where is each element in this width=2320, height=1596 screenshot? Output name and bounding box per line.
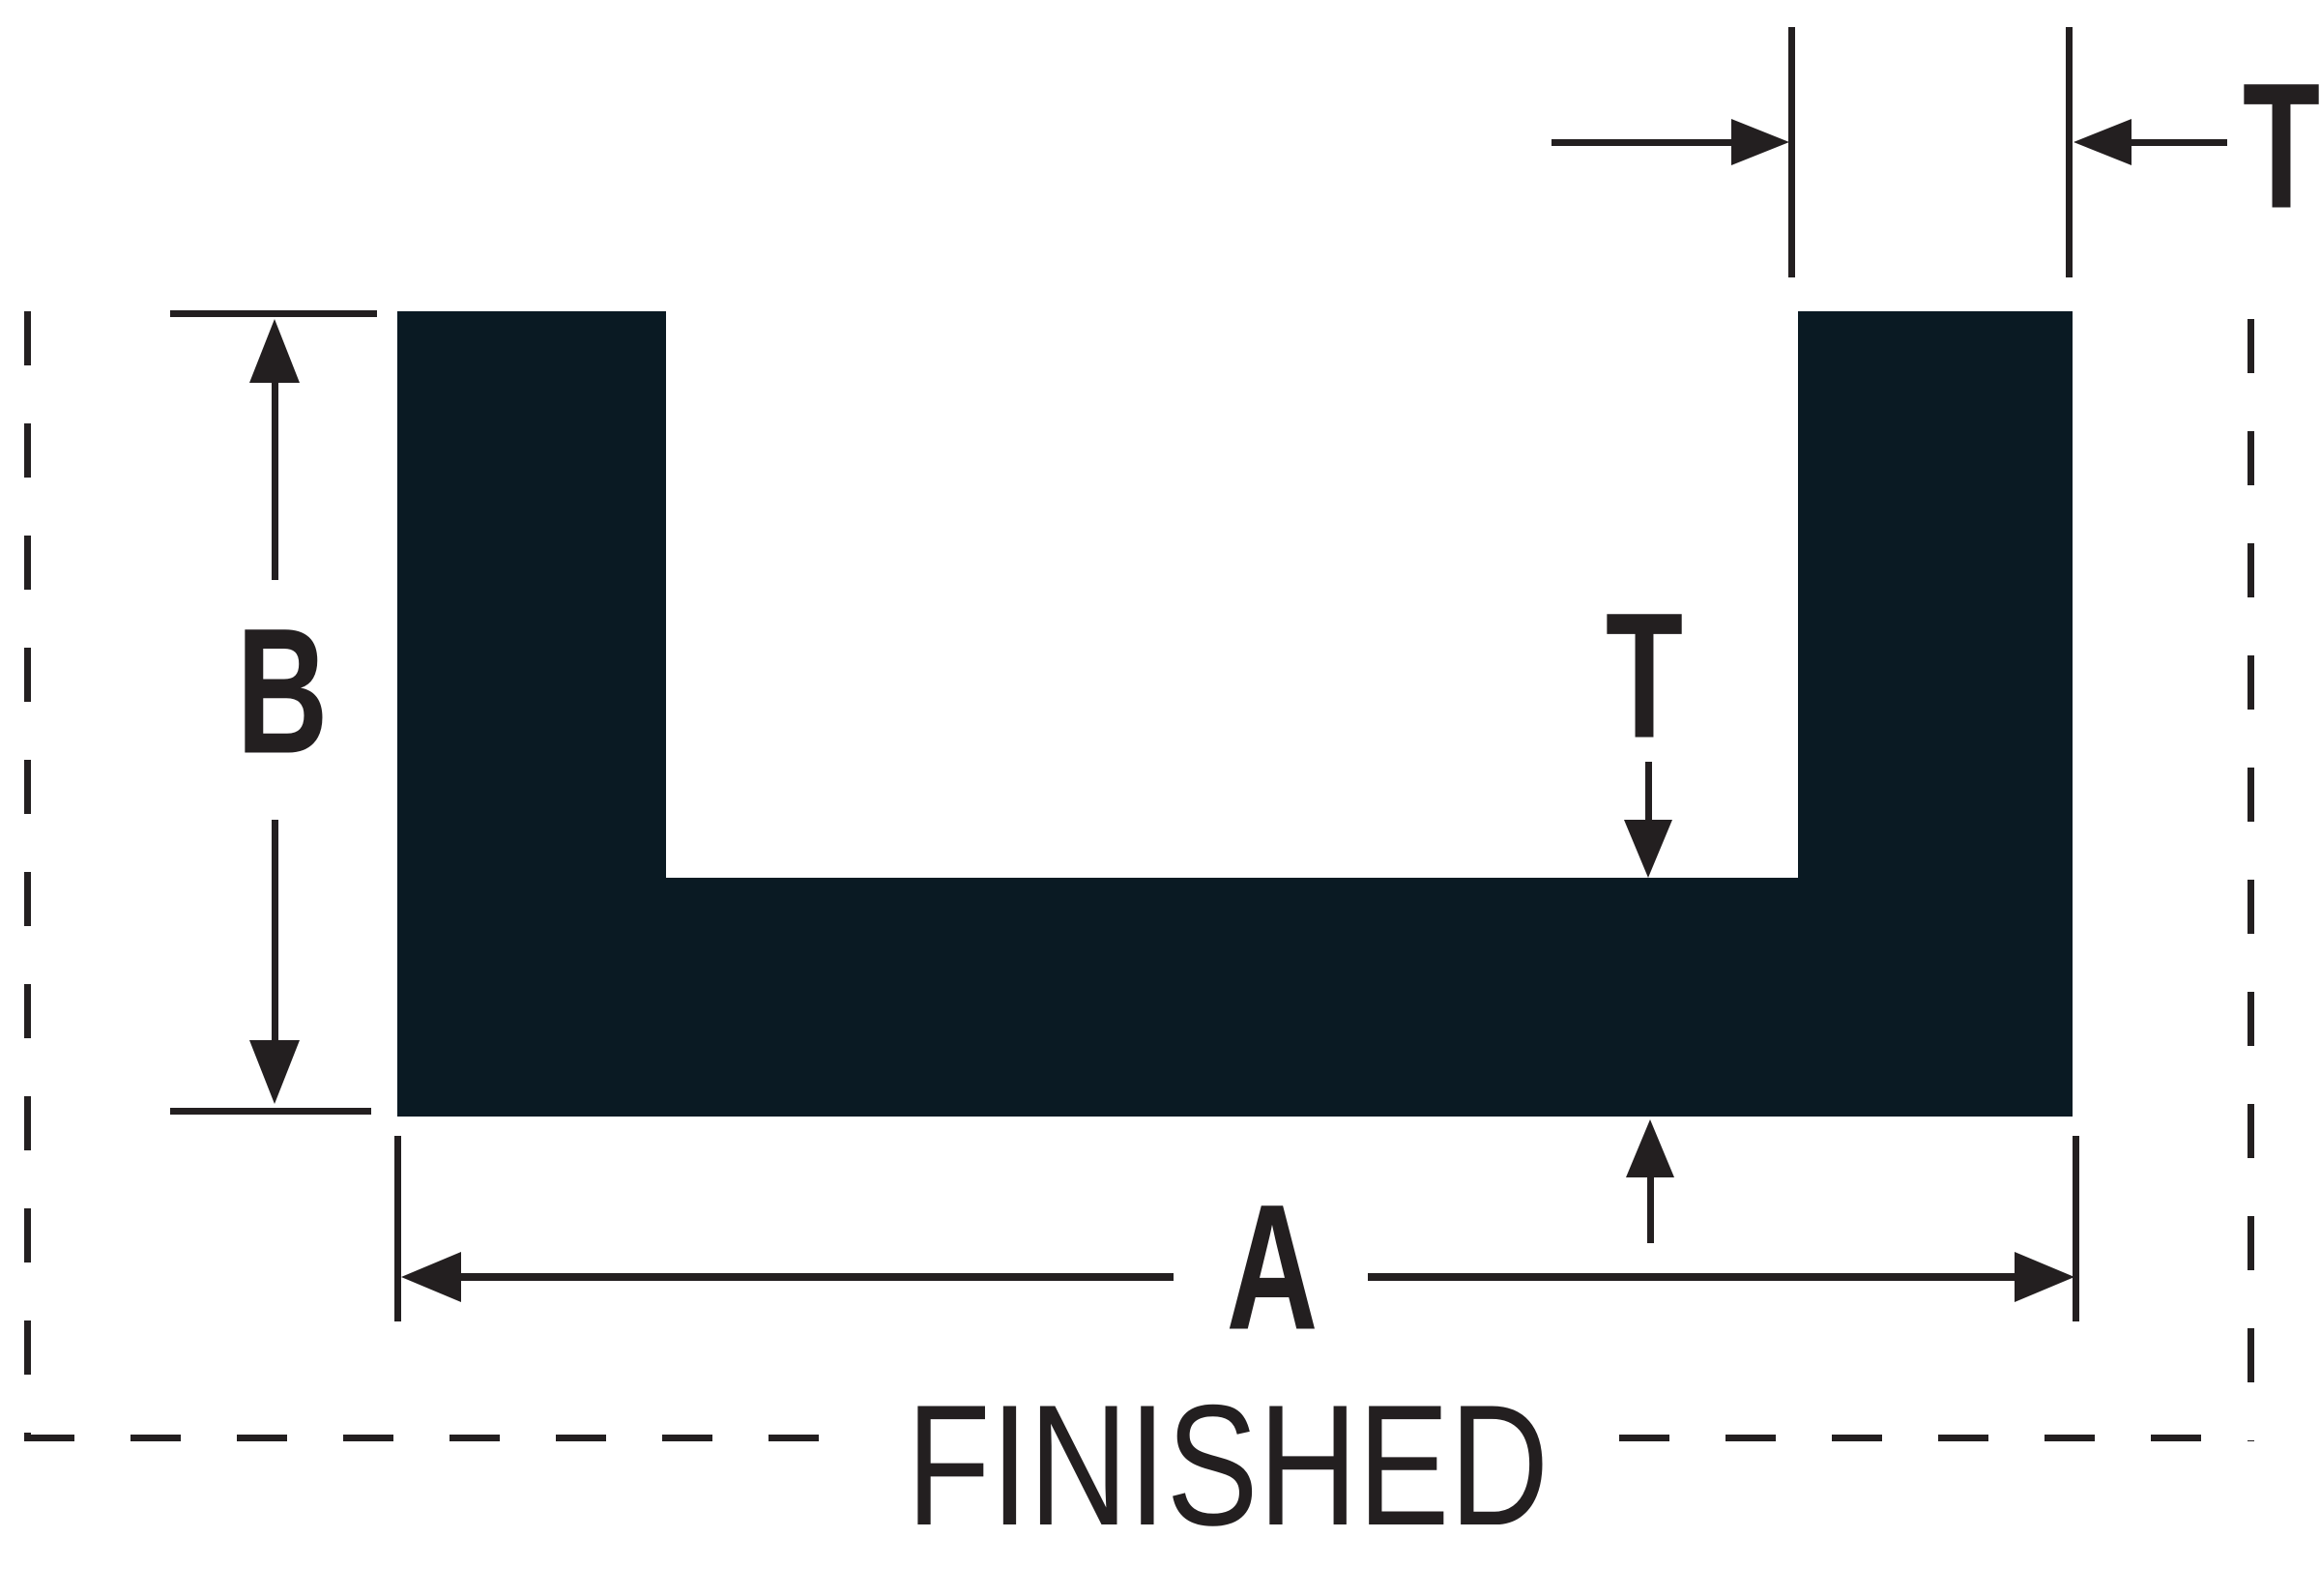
dim-t-flange-arrowhead-right — [1731, 119, 1789, 165]
dashed-outline-bottom-right — [1619, 1435, 2254, 1441]
dim-b-shaft-lower — [272, 820, 278, 1042]
dim-a-arrowhead-left — [401, 1252, 461, 1302]
dim-a-arrowhead-right — [2015, 1252, 2074, 1302]
channel-web — [397, 878, 2073, 1117]
dim-b-shaft-upper — [272, 381, 278, 580]
dashed-outline-right — [2248, 319, 2254, 1441]
finished-caption: FINISHED — [906, 1369, 1550, 1561]
dim-b-top-tick — [170, 310, 377, 317]
dim-t-flange-arrow-left-shaft — [1552, 139, 1733, 146]
dim-a-extension-left — [394, 1136, 401, 1321]
dim-a-extension-right — [2073, 1136, 2079, 1321]
dim-t-flange-label: T — [2242, 46, 2320, 247]
dim-a-line-left — [459, 1273, 1174, 1281]
dim-t-flange-arrow-right-shaft — [2132, 139, 2227, 146]
dim-a-line-right — [1368, 1273, 2016, 1281]
dim-t-web-down-shaft — [1645, 762, 1652, 822]
dim-t-web-label: T — [1605, 576, 1684, 776]
dashed-outline-bottom-left — [24, 1435, 857, 1441]
dim-t-flange-arrowhead-left — [2074, 119, 2132, 165]
dim-b-arrowhead-down — [249, 1040, 300, 1104]
dim-t-web-up-shaft — [1647, 1175, 1654, 1243]
dashed-outline-left — [24, 311, 31, 1441]
dim-t-web-arrowhead-down — [1624, 820, 1672, 878]
dim-t-web-arrowhead-up — [1626, 1119, 1674, 1177]
dim-b-bottom-tick — [170, 1108, 371, 1115]
dim-b-arrowhead-up — [249, 319, 300, 383]
dim-t-flange-extension-right — [2066, 27, 2073, 277]
dim-b-label: B — [236, 592, 329, 792]
dim-t-flange-extension-left — [1788, 27, 1795, 277]
dim-a-label: A — [1226, 1168, 1319, 1368]
